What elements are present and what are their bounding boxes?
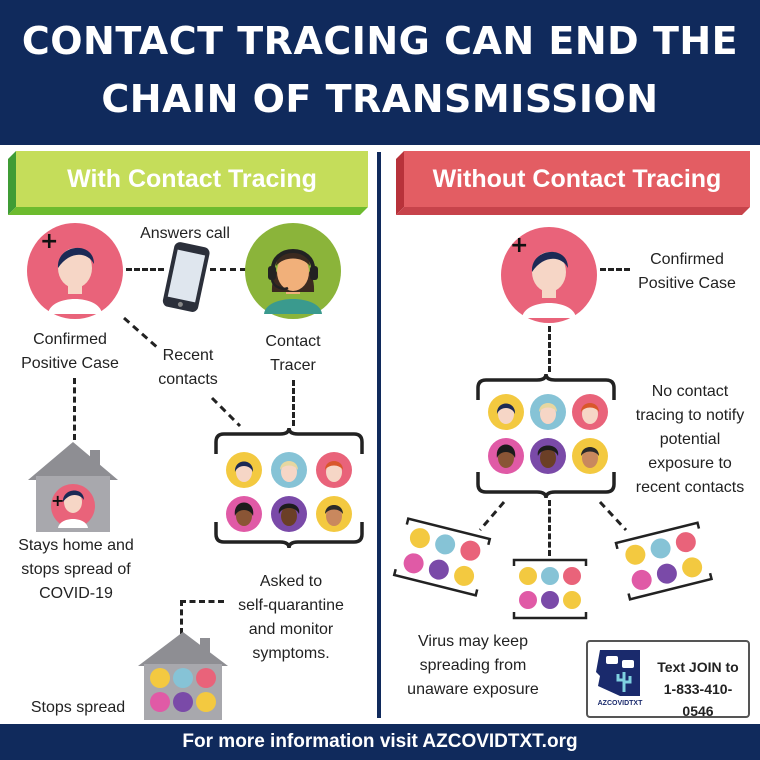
stops-spread-label: Stops spread [30,699,126,716]
contacts-group-icon [512,558,588,620]
page-title: CONTACT TRACING CAN END THE CHAIN OF TRA… [0,12,760,128]
stays-line-2: stops spread of [21,561,131,578]
stays-home-label: Stays home and stops spread of COVID-19 [6,534,146,606]
confirmed-case-label: Confirmed Positive Case [10,328,130,376]
house-icon [138,632,228,720]
virus-line-2: spreading from [419,657,527,674]
answers-call-label: Answers call [140,225,230,242]
phone-icon [162,242,210,312]
connector-line [598,500,628,532]
right-banner-label: Without Contact Tracing [432,165,722,193]
no-tracing-line-5: recent contacts [635,479,745,496]
recent-line-2: contacts [158,371,218,388]
confirmed-line-1: Confirmed [33,331,107,348]
no-tracing-line-4: exposure to [648,455,732,472]
text-join-badge[interactable]: AZCOVIDTXT Text JOIN to 1-833-410-0546 [586,640,750,719]
connector-line [73,378,76,440]
connector-line [292,380,295,426]
badge-join-line: Text JOIN to [652,656,744,678]
person-icon: + [27,223,123,319]
center-divider [377,152,381,718]
right-banner: Without Contact Tracing [396,151,750,219]
no-tracing-label: No contact tracing to notify potential e… [622,380,758,500]
right-confirmed-case-label: Confirmed Positive Case [630,248,744,296]
badge-phone[interactable]: 1-833-410-0546 [663,681,733,719]
no-tracing-line-2: tracing to notify [635,407,745,424]
footer-bar: For more information visit AZCOVIDTXT.or… [0,724,760,760]
contacts-group-icon [226,452,352,532]
virus-line-3: unaware exposure [407,681,539,698]
brace-icon [214,522,364,549]
house-icon: + [28,442,118,532]
stays-line-3: COVID-19 [39,585,113,602]
svg-text:+: + [51,491,64,510]
left-banner-shape [8,151,368,215]
contacts-group-icon [488,394,608,474]
left-banner-label: With Contact Tracing [67,165,317,193]
badge-join-keyword: JOIN [688,659,722,675]
contacts-group-icon [392,517,492,597]
header-bar [0,0,760,145]
svg-text:+: + [510,233,528,258]
no-tracing-line-3: potential [659,431,721,448]
asked-line-2: self-quarantine [238,597,344,614]
badge-text: Text JOIN to 1-833-410-0546 [652,656,744,722]
badge-text-prefix: Text [657,659,689,675]
brace-icon [476,373,616,400]
right-confirmed-line-1: Confirmed [650,251,724,268]
brace-icon [214,427,364,454]
contacts-group-icon [614,521,714,601]
confirmed-line-2: Positive Case [21,355,119,372]
connector-line [123,316,159,350]
arizona-map-icon [596,650,640,696]
right-banner-shape [396,151,750,215]
right-confirmed-line-2: Positive Case [638,275,736,292]
no-tracing-line-1: No contact [651,383,729,400]
person-icon: + [501,227,597,323]
headset-person-icon [245,223,341,319]
connector-line [548,500,551,556]
asked-quarantine-label: Asked to self-quarantine and monitor sym… [226,570,356,666]
connector-line [478,501,506,531]
connector-line [210,268,246,271]
asked-line-1: Asked to [259,573,323,590]
title-line-2: CHAIN OF TRANSMISSION [101,77,659,121]
connector-line [180,600,224,603]
recent-line-1: Recent [162,347,214,364]
tracer-line-1: Contact [265,333,321,350]
tracer-line-2: Tracer [270,357,316,374]
logo-text: AZCOVIDTXT [597,700,643,707]
virus-spreading-label: Virus may keep spreading from unaware ex… [398,630,548,702]
footer-link[interactable]: For more information visit AZCOVIDTXT.or… [182,731,578,752]
connector-line [548,326,551,372]
connector-line [600,268,630,271]
contact-tracer-label: Contact Tracer [248,330,338,378]
badge-text-suffix: to [721,659,739,675]
connector-line [180,600,183,634]
connector-line [210,396,242,428]
left-banner: With Contact Tracing [8,151,368,219]
connector-line [126,268,164,271]
virus-line-1: Virus may keep [418,633,528,650]
brace-icon [476,472,616,499]
stays-line-1: Stays home and [18,537,134,554]
svg-text:+: + [40,229,58,254]
asked-line-4: symptoms. [252,645,330,662]
title-line-1: CONTACT TRACING CAN END THE [21,19,739,63]
recent-contacts-label: Recent contacts [148,344,228,392]
asked-line-3: and monitor [248,621,334,638]
